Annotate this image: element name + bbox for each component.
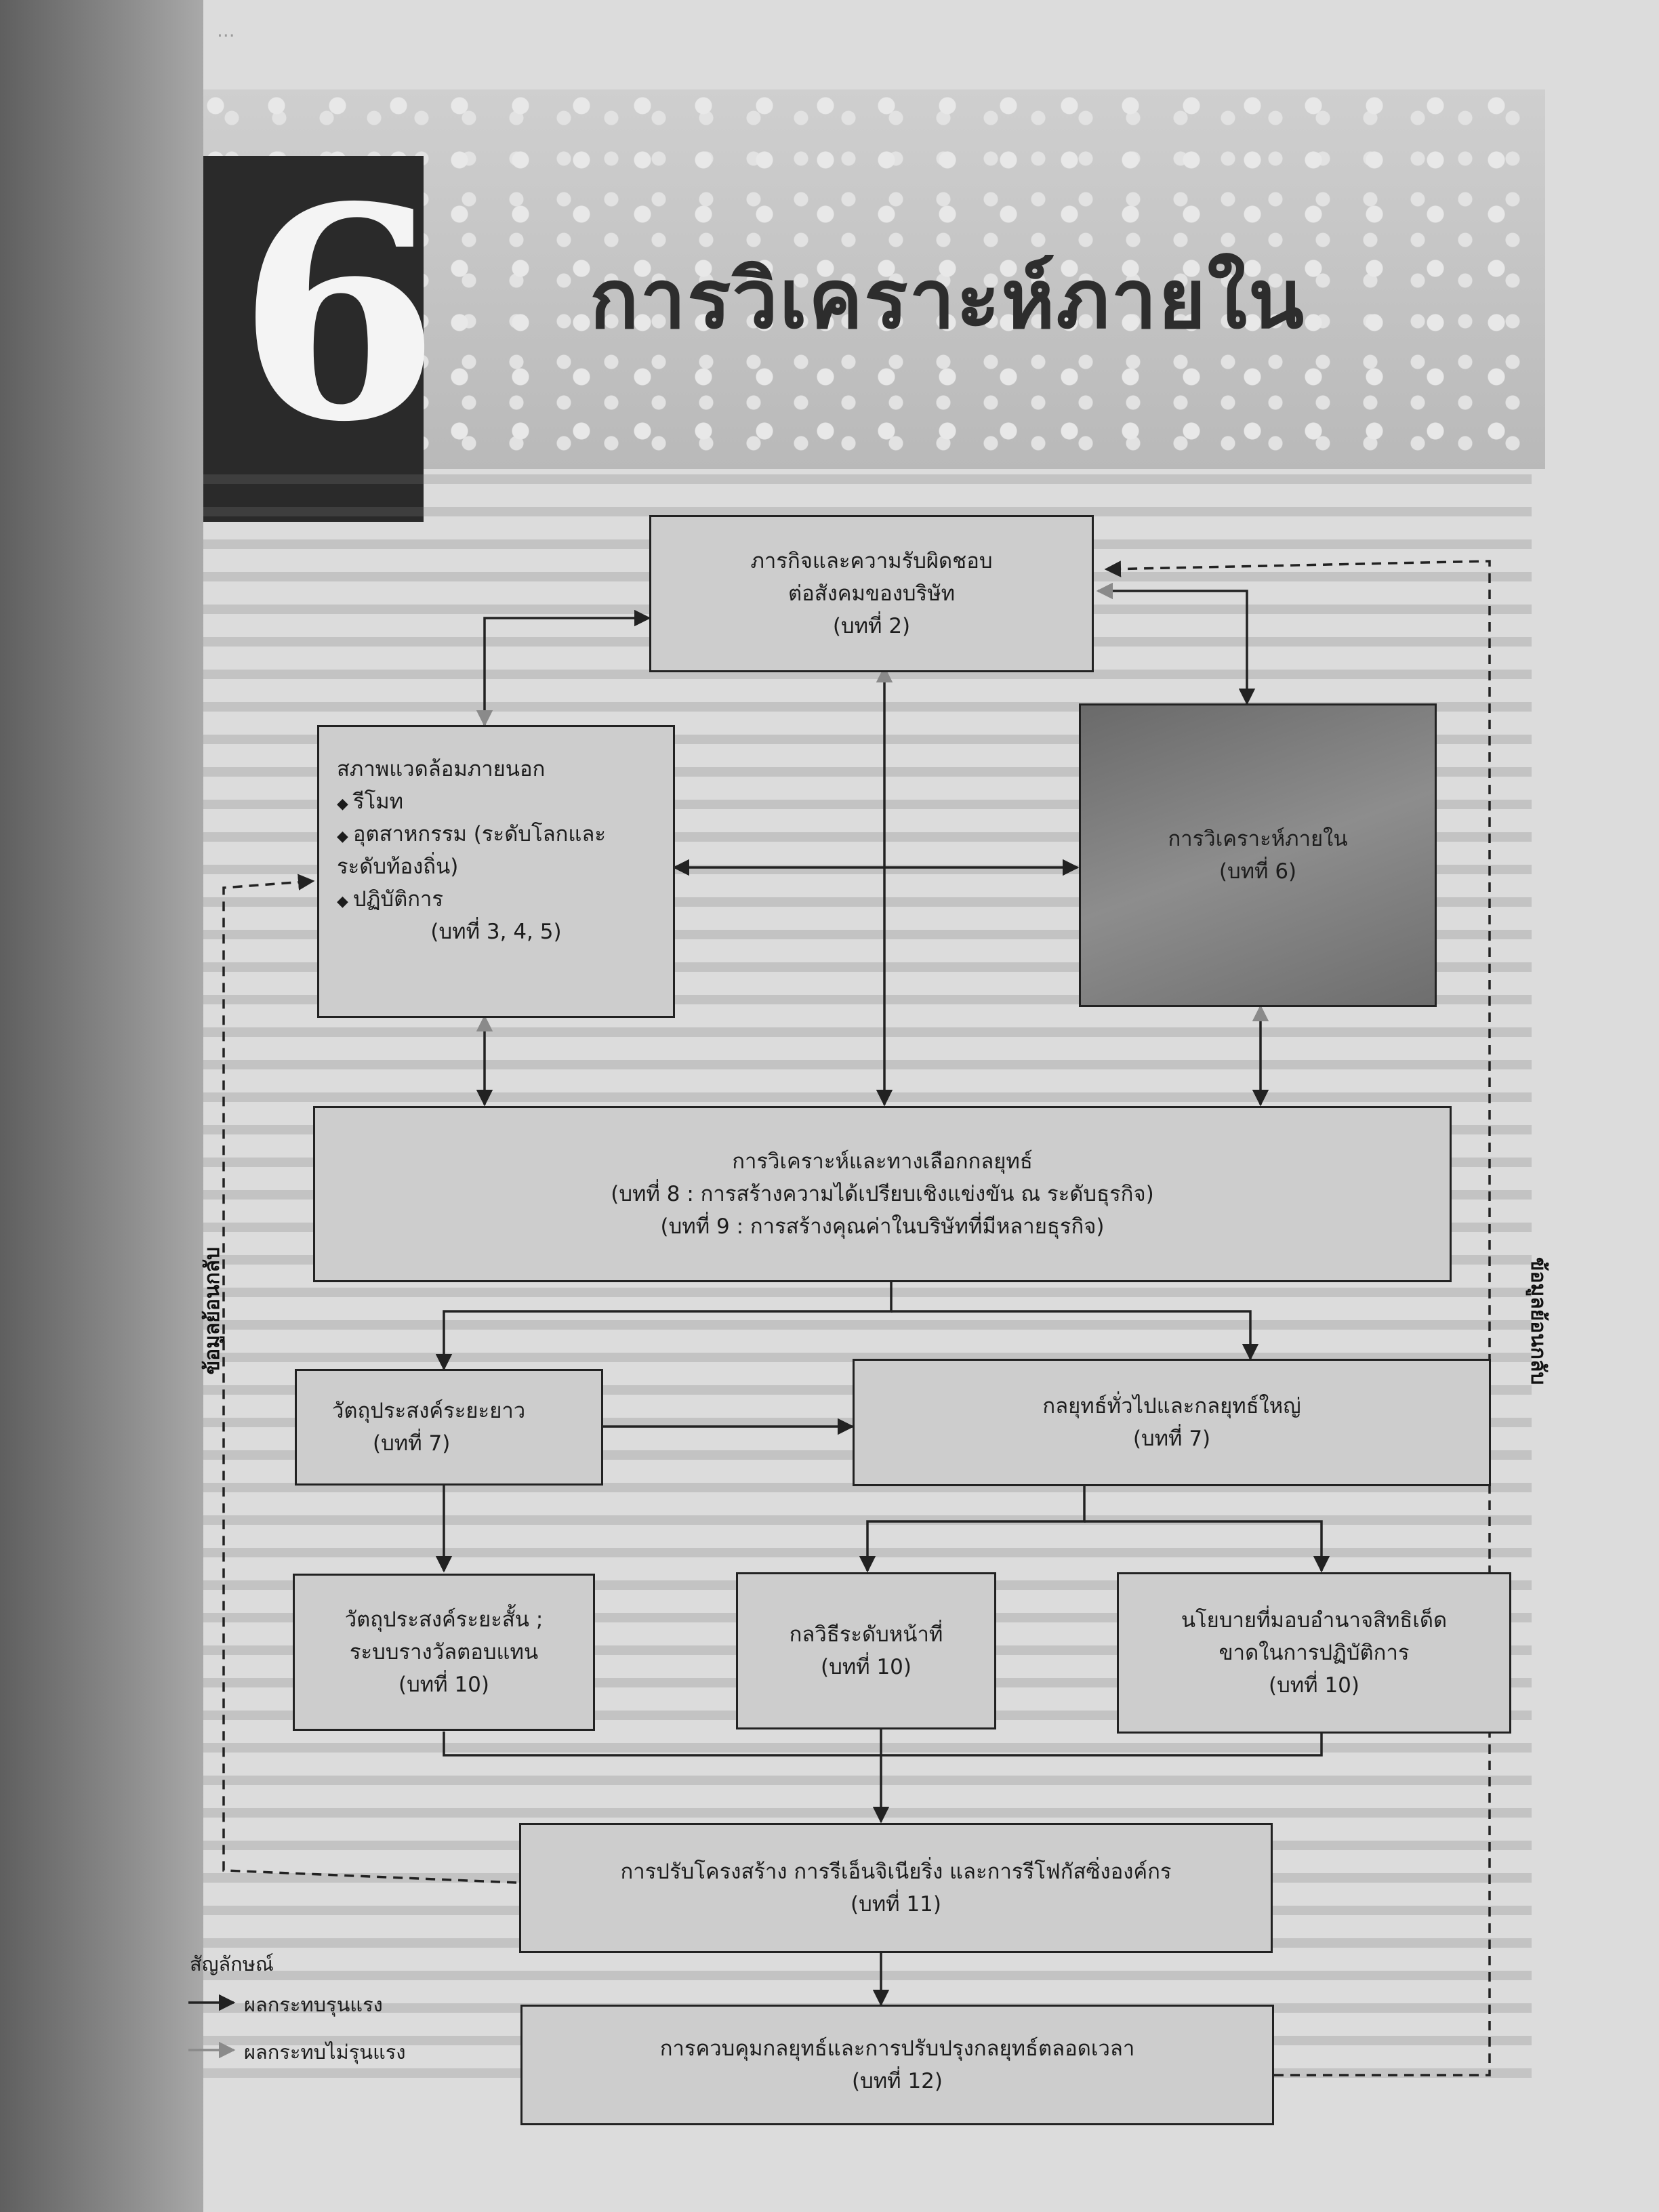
grand-line1: กลยุทธ์ทั่วไปและกลยุทธ์ใหญ่ xyxy=(1042,1393,1301,1418)
external-item-remote: รีโมท xyxy=(337,785,655,818)
chapter-number-block xyxy=(203,156,424,522)
external-item-industry-cont: ระดับท้องถิ่น) xyxy=(337,855,459,880)
control-box: การควบคุมกลยุทธ์และการปรับปรุงกลยุทธ์ตลอ… xyxy=(520,2005,1274,2125)
chapter-banner-image xyxy=(203,89,1545,469)
functional-tactics-box: กลวิธีระดับหน้าที่ (บทที่ 10) xyxy=(736,1572,996,1729)
control-line1: การควบคุมกลยุทธ์และการปรับปรุงกลยุทธ์ตลอ… xyxy=(659,2036,1135,2061)
policies-box: นโยบายที่มอบอำนาจสิทธิเด็ด ขาดในการปฏิบั… xyxy=(1117,1572,1511,1734)
external-chapters: (บทที่ 3, 4, 5) xyxy=(430,920,562,945)
long-term-objectives-box: วัตถุประสงค์ระยะยาว (บทที่ 7) xyxy=(295,1369,603,1486)
grand-chapter: (บทที่ 7) xyxy=(1132,1427,1211,1451)
long-term-chapter: (บทที่ 7) xyxy=(373,1431,451,1456)
functional-chapter: (บทที่ 10) xyxy=(820,1655,912,1679)
mission-box: ภารกิจและความรับผิดชอบ ต่อสังคมของบริษัท… xyxy=(649,515,1094,672)
feedback-label-left: ข้อมูลย้อนกลับ xyxy=(201,1247,224,1375)
legend-weak-impact: ผลกระทบไม่รุนแรง xyxy=(244,2041,406,2064)
policies-chapter: (บทที่ 10) xyxy=(1268,1673,1360,1698)
policies-line2: ขาดในการปฏิบัติการ xyxy=(1218,1640,1410,1665)
strategy-analysis-box: การวิเคราะห์และทางเลือกกลยุทธ์ (บทที่ 8 … xyxy=(313,1106,1452,1282)
control-chapter: (บทที่ 12) xyxy=(851,2069,943,2093)
feedback-label-right: ข้อมูลย้อนกลับ xyxy=(1526,1257,1550,1385)
legend-title: สัญลักษณ์ xyxy=(190,1952,274,1975)
short-term-chapter: (บทที่ 10) xyxy=(398,1673,490,1698)
strategy-line2: (บทที่ 8 : การสร้างความได้เปรียบเชิงแข่ง… xyxy=(611,1181,1154,1206)
short-term-line1: วัตถุประสงค์ระยะสั้น ; xyxy=(344,1607,544,1632)
mission-line2: ต่อสังคมของบริษัท xyxy=(787,581,956,606)
external-environment-box: สภาพแวดล้อมภายนอก รีโมท อุตสาหกรรม (ระดั… xyxy=(317,725,675,1018)
chapter-number: 6 xyxy=(237,144,441,486)
legend-strong-impact: ผลกระทบรุนแรง xyxy=(244,1993,383,2016)
restructuring-chapter: (บทที่ 11) xyxy=(850,1892,942,1917)
mission-chapter: (บทที่ 2) xyxy=(832,614,911,639)
short-term-objectives-box: วัตถุประสงค์ระยะสั้น ; ระบบรางวัลตอบแทน … xyxy=(293,1574,595,1731)
chapter-title: การวิเคราะห์ภายใน xyxy=(590,253,1305,347)
book-spine xyxy=(0,0,203,2212)
restructuring-box: การปรับโครงสร้าง การรีเอ็นจิเนียริ่ง และ… xyxy=(519,1823,1273,1953)
restructuring-line1: การปรับโครงสร้าง การรีเอ็นจิเนียริ่ง และ… xyxy=(620,1859,1172,1884)
internal-line1: การวิเคราะห์ภายใน xyxy=(1168,826,1348,851)
strategy-line1: การวิเคราะห์และทางเลือกกลยุทธ์ xyxy=(732,1149,1033,1174)
internal-chapter: (บทที่ 6) xyxy=(1218,859,1297,884)
short-term-line2: ระบบรางวัลตอบแทน xyxy=(349,1639,539,1664)
strategy-line3: (บทที่ 9 : การสร้างคุณค่าในบริษัทที่มีหล… xyxy=(660,1214,1105,1240)
external-title: สภาพแวดล้อมภายนอก xyxy=(337,757,546,781)
functional-line1: กลวิธีระดับหน้าที่ xyxy=(789,1622,943,1647)
mission-line1: ภารกิจและความรับผิดชอบ xyxy=(750,548,993,573)
external-item-operating: ปฏิบัติการ xyxy=(337,883,655,916)
policies-line1: นโยบายที่มอบอำนาจสิทธิเด็ด xyxy=(1181,1607,1448,1633)
grand-strategy-box: กลยุทธ์ทั่วไปและกลยุทธ์ใหญ่ (บทที่ 7) xyxy=(853,1359,1491,1486)
internal-analysis-box: การวิเคราะห์ภายใน (บทที่ 6) xyxy=(1079,703,1437,1007)
running-head: ... xyxy=(217,19,235,41)
long-term-line1: วัตถุประสงค์ระยะยาว xyxy=(332,1398,526,1423)
external-item-industry: อุตสาหกรรม (ระดับโลกและ xyxy=(337,818,655,851)
